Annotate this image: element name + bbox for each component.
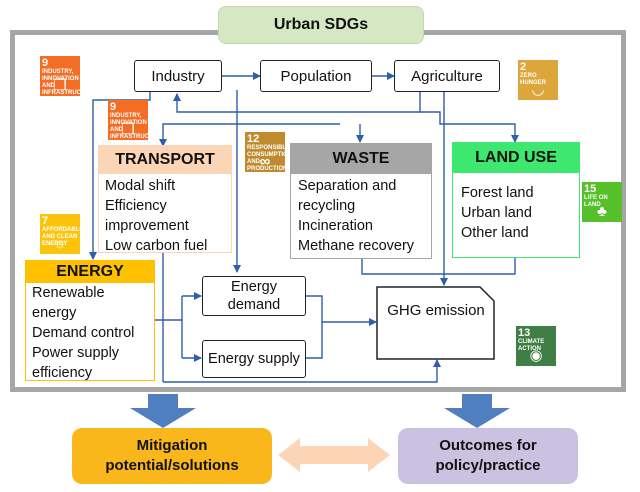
sdg-15-icon: 15 LIFE ON LAND ♣ <box>582 182 622 222</box>
waste-item: Incineration <box>298 218 373 234</box>
sdg-9-icon: 9 INDUSTRY, INNOVATION AND INFRASTRUCTUR… <box>108 100 148 140</box>
panel-waste-title: WASTE <box>291 144 431 174</box>
outcomes-line: policy/practice <box>435 457 541 474</box>
box-mitigation: Mitigation potential/solutions <box>72 428 272 484</box>
panel-land-use: LAND USE Forest land Urban land Other la… <box>452 142 580 258</box>
energy-item: Renewable <box>32 285 105 301</box>
sdg-label: ZERO HUNGER <box>520 73 547 86</box>
sdg-label: LIFE ON LAND <box>584 195 608 208</box>
tree-icon: ♣ <box>597 203 607 220</box>
panel-waste: WASTE Separation and recycling Incinerat… <box>290 143 432 259</box>
link-bottom-loop <box>163 359 441 383</box>
link-demand-ghg <box>306 295 323 322</box>
node-agriculture: Agriculture <box>394 60 500 92</box>
sdg-label: INDUSTRY, INNOVATION AND INFRASTRUCTURE <box>110 113 148 140</box>
energy-item: Power supply <box>32 345 120 361</box>
land-use-item: Urban land <box>461 205 532 221</box>
panel-energy: ENERGY Renewable energy Demand control P… <box>25 260 155 381</box>
panel-energy-title: ENERGY <box>26 261 154 283</box>
panel-transport-title: TRANSPORT <box>99 146 231 174</box>
box-outcomes: Outcomes for policy/practice <box>398 428 578 484</box>
sdg-label: AFFORDABLE AND CLEAN ENERGY <box>42 227 80 247</box>
sdg-number: 9 <box>110 101 117 113</box>
cubes-icon: ❒ <box>53 77 67 94</box>
transport-item: improvement <box>105 218 189 234</box>
sdg-7-icon: 7 AFFORDABLE AND CLEAN ENERGY ☼ <box>40 214 80 254</box>
energy-item: efficiency <box>32 365 93 381</box>
eye-globe-icon: ◉ <box>529 347 543 364</box>
infinity-icon: ∞ <box>259 153 271 170</box>
link-agri-industry-bar <box>173 90 421 113</box>
link-waste-landuse-ghg <box>361 258 516 275</box>
land-use-item: Forest land <box>461 185 534 201</box>
node-industry: Industry <box>134 60 222 92</box>
sdg-number: 13 <box>518 327 531 339</box>
arrow-down-outcomes <box>444 394 510 428</box>
mitigation-line: potential/solutions <box>105 457 239 474</box>
sdg-2-icon: 2 ZERO HUNGER ◡ <box>518 60 558 100</box>
sdg-label: RESPONSIBLE CONSUMPTION AND PRODUCTION <box>247 145 285 172</box>
sdg-number: 2 <box>520 61 527 73</box>
sdg-number: 12 <box>247 133 260 145</box>
land-use-item: Other land <box>461 225 529 241</box>
sun-icon: ☼ <box>53 235 67 252</box>
sdg-number: 7 <box>42 215 49 227</box>
energy-item: Demand control <box>32 325 135 341</box>
node-energy-demand: Energy demand <box>202 276 306 316</box>
sdg-9-icon: 9 INDUSTRY, INNOVATION AND INFRASTRUCTUR… <box>40 56 80 96</box>
arrow-down-mitigation <box>130 394 196 428</box>
mitigation-line: Mitigation <box>136 437 208 454</box>
sdg-13-icon: 13 CLIMATE ACTION ◉ <box>516 326 556 366</box>
link-supply-ghg <box>306 322 323 359</box>
waste-item: Separation and <box>298 178 397 194</box>
waste-item: recycling <box>298 198 356 214</box>
waste-item: Methane recovery <box>298 238 415 254</box>
energy-item: energy <box>32 305 77 321</box>
panel-transport: TRANSPORT Modal shift Efficiency improve… <box>98 145 232 254</box>
sdg-number: 15 <box>584 183 597 195</box>
sdg-label: CLIMATE ACTION <box>518 339 545 352</box>
cubes-icon: ❒ <box>121 121 135 138</box>
transport-item: Modal shift <box>105 178 176 194</box>
link-bar-landuse <box>420 111 519 143</box>
node-energy-supply: Energy supply <box>202 340 306 378</box>
outcomes-line: Outcomes for <box>439 437 537 454</box>
panel-land-use-title: LAND USE <box>453 143 579 173</box>
link-bar-transport <box>159 123 340 147</box>
node-ghg: GHG emission <box>387 302 485 319</box>
node-population: Population <box>260 60 372 92</box>
node-ghg-shape <box>376 286 495 360</box>
double-arrow <box>278 438 390 472</box>
bowl-icon: ◡ <box>532 81 544 98</box>
transport-item: Low carbon fuel <box>105 238 208 254</box>
sdg-12-icon: 12 RESPONSIBLE CONSUMPTION AND PRODUCTIO… <box>245 132 285 172</box>
sdg-label: INDUSTRY, INNOVATION AND INFRASTRUCTURE <box>42 69 80 96</box>
sdg-number: 9 <box>42 57 49 69</box>
transport-item: Efficiency <box>105 198 167 214</box>
diagram-title: Urban SDGs <box>218 6 424 44</box>
